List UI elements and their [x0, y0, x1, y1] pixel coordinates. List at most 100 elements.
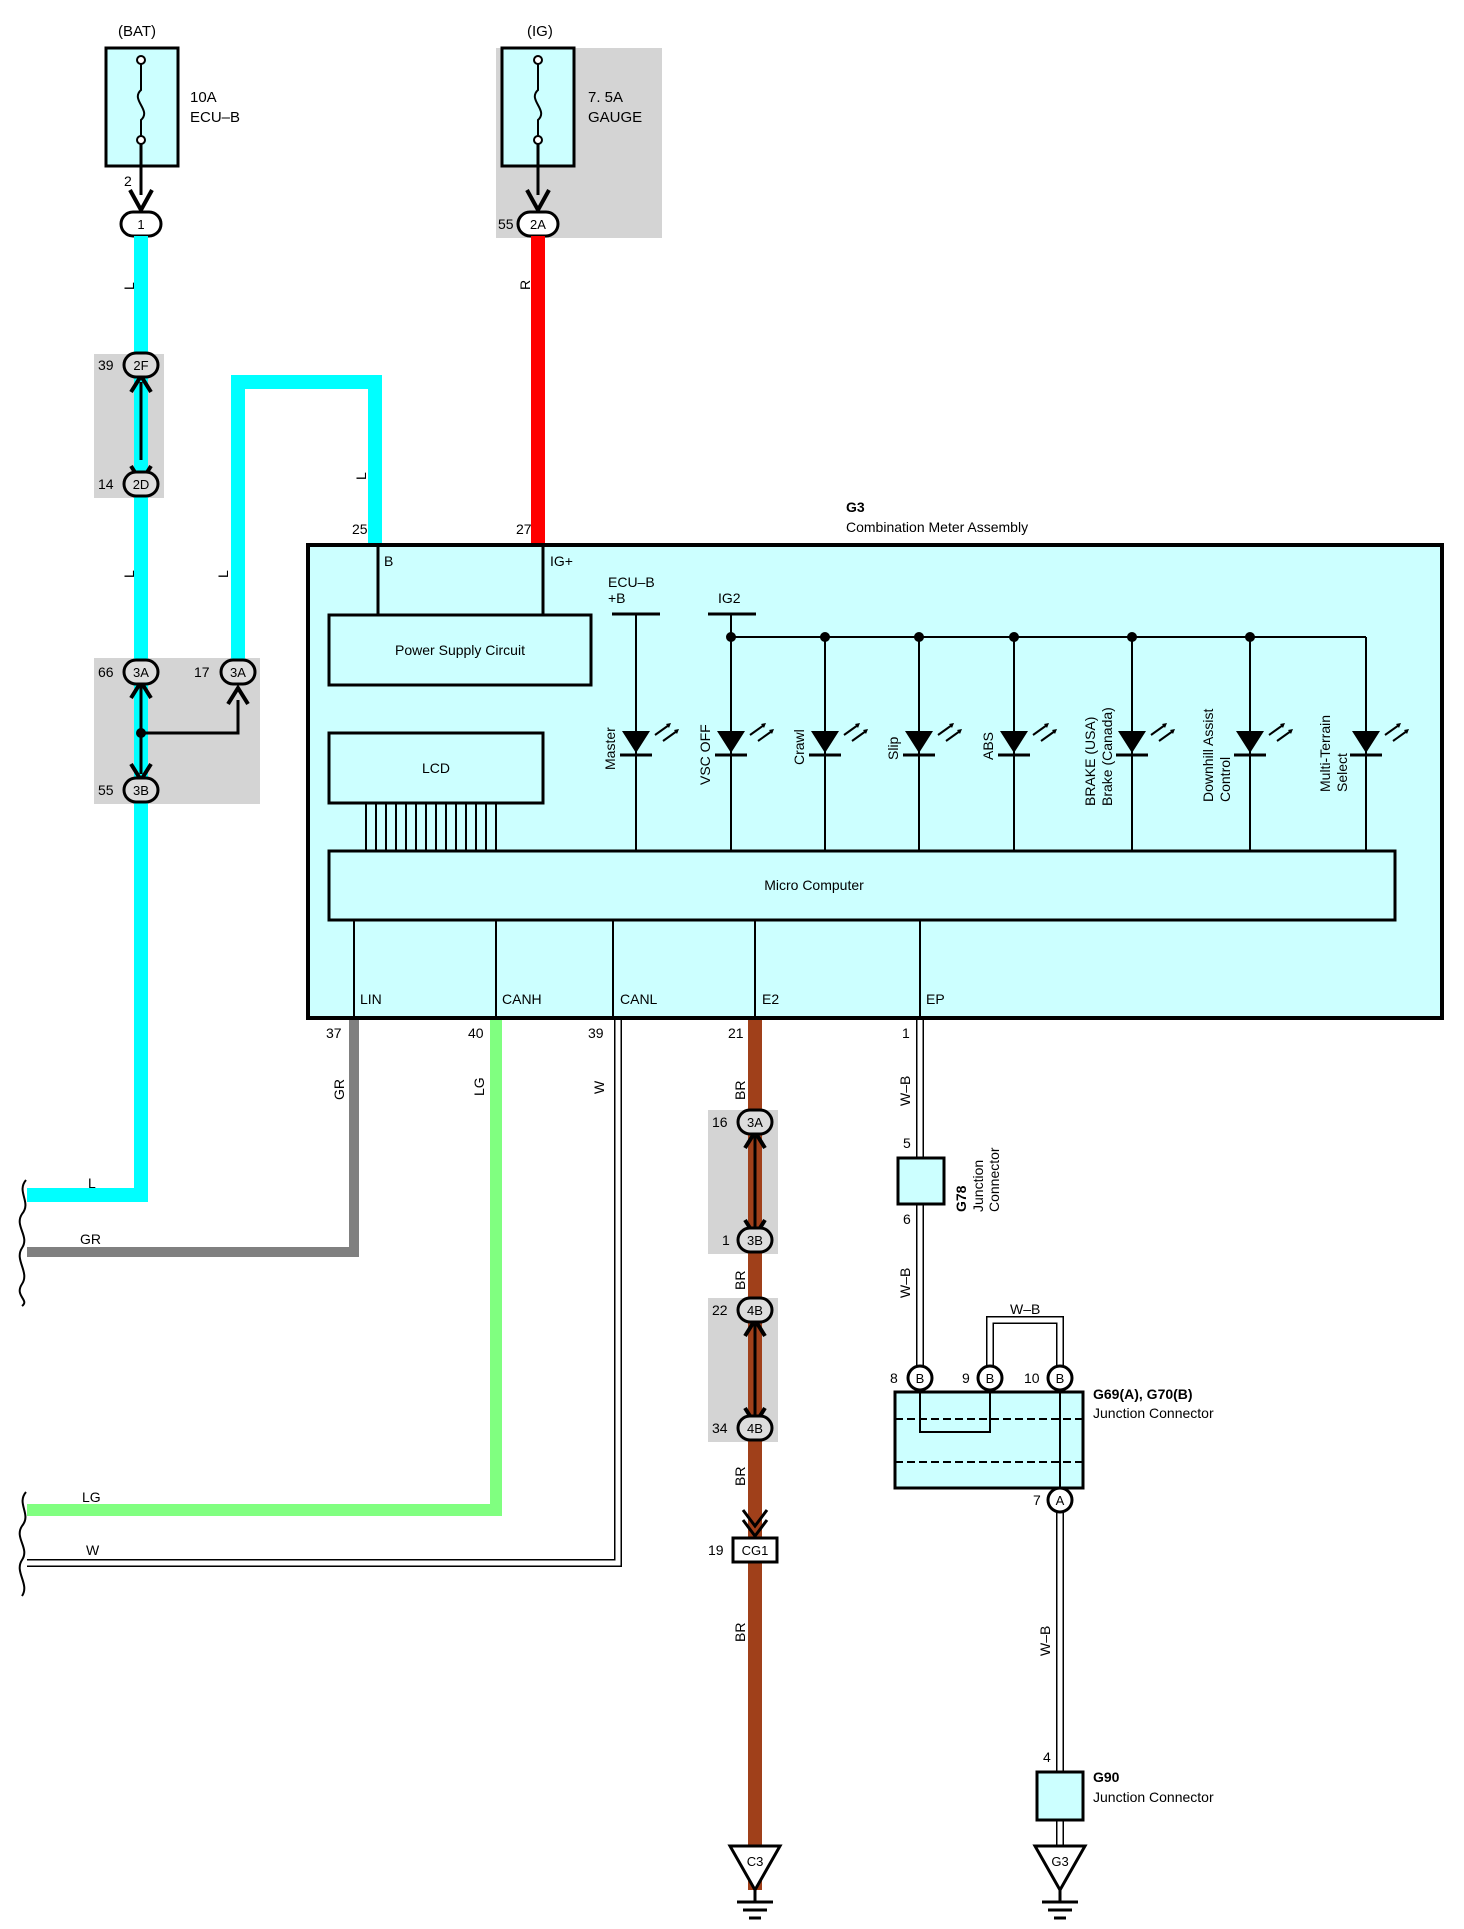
conn-3a-17-pin: 17	[194, 664, 210, 680]
g90-box	[1035, 1770, 1085, 1822]
led-label-slip: Slip	[885, 736, 901, 760]
ig2-label: IG2	[718, 590, 741, 606]
led-multi-terrain	[1350, 723, 1409, 757]
g69-pin-9: B	[976, 1364, 1004, 1392]
wire-label-wb-3: W–B	[1010, 1301, 1040, 1317]
pin-canh: 40	[468, 1025, 484, 1041]
conn-2f-pin: 39	[98, 357, 114, 373]
break-mark-2	[18, 1491, 27, 1597]
g90-pin: 4	[1043, 1749, 1051, 1765]
bat-fuse-rating: 10A	[190, 89, 217, 106]
g69-pin-9-b: B	[986, 1371, 995, 1386]
micro-computer-label: Micro Computer	[764, 877, 864, 893]
wire-label-l-1: L	[121, 282, 137, 290]
conn-cg1	[731, 1536, 779, 1564]
conn-4b-34	[736, 1414, 774, 1442]
meter-term-ig: IG+	[550, 553, 573, 569]
wire-label-lg-2: LG	[82, 1489, 101, 1505]
wire-label-l-5: L	[88, 1175, 96, 1191]
term-canh: CANH	[502, 991, 542, 1007]
pin-lin: 37	[326, 1025, 342, 1041]
wire-label-gr-2: GR	[80, 1231, 101, 1247]
g69-pinnum-7: 7	[1033, 1492, 1041, 1508]
g78-box	[896, 1156, 946, 1206]
wire-label-r: R	[517, 280, 533, 290]
conn-3a-16	[736, 1108, 774, 1136]
g69-pin-7: A	[1046, 1486, 1074, 1514]
led-slip	[903, 723, 962, 757]
g69-id: G69(A), G70(B)	[1093, 1386, 1193, 1402]
term-lin: LIN	[360, 991, 382, 1007]
lcd-bus	[365, 803, 497, 851]
ig-connector-label: 2A	[530, 217, 546, 232]
lcd-block	[327, 731, 545, 805]
conn-4b-22-label: 4B	[747, 1303, 763, 1318]
wire-label-gr-1: GR	[331, 1079, 347, 1100]
conn-3b-55-label: 3B	[133, 783, 149, 798]
wire-label-br-1: BR	[732, 1081, 748, 1100]
led-label-multi-1: Multi-Terrain	[1317, 715, 1333, 792]
wire-label-w-2: W	[86, 1542, 100, 1558]
wire-gr	[27, 1020, 359, 1257]
meter-term-b: B	[384, 553, 393, 569]
g69-name: Junction Connector	[1093, 1405, 1214, 1421]
conn-3b-1	[736, 1226, 774, 1254]
wire-label-br-4: BR	[732, 1623, 748, 1642]
led-brake	[1116, 723, 1175, 757]
bat-source-label: (BAT)	[118, 23, 156, 40]
g69-pinnum-9: 9	[962, 1370, 970, 1386]
conn-3a-16-label: 3A	[747, 1115, 763, 1130]
ground-c3	[727, 1844, 783, 1920]
bat-fuse-name: ECU–B	[190, 109, 240, 126]
conn-3b-1-pin: 1	[722, 1232, 730, 1248]
ig-source-label: (IG)	[527, 23, 553, 40]
lcd-label: LCD	[422, 760, 450, 776]
conn-4b-34-pin: 34	[712, 1420, 728, 1436]
ig-fuse-rating: 7. 5A	[588, 89, 623, 106]
led-downhill	[1234, 723, 1293, 757]
wire-w	[27, 1020, 622, 1567]
wire-label-lg-1: LG	[471, 1077, 487, 1096]
led-label-abs: ABS	[980, 732, 996, 760]
g69-pinnum-10: 10	[1024, 1370, 1040, 1386]
g69-pin-10: B	[1046, 1364, 1074, 1392]
conn-3a-66	[122, 658, 160, 686]
led-label-master: Master	[602, 727, 618, 770]
led-label-brake-usa: BRAKE (USA)	[1082, 717, 1098, 806]
conn-3a-16-pin: 16	[712, 1114, 728, 1130]
conn-2f	[122, 351, 160, 379]
ecub-label: ECU–B	[608, 574, 655, 590]
g78-id: G78	[953, 1185, 969, 1212]
wire-label-br-2: BR	[732, 1271, 748, 1290]
pin-e2: 21	[728, 1025, 744, 1041]
wire-label-l-4: L	[353, 472, 369, 480]
wire-label-l-2: L	[121, 570, 137, 578]
term-canl: CANL	[620, 991, 658, 1007]
meter-pin-ig: 27	[516, 521, 532, 537]
ig-fuse-element	[533, 60, 543, 140]
g90-name: Junction Connector	[1093, 1789, 1214, 1805]
led-label-vsc-off: VSC OFF	[697, 724, 713, 785]
led-label-crawl: Crawl	[791, 729, 807, 765]
bat-fuse-element	[136, 60, 146, 140]
wire-label-br-3: BR	[732, 1467, 748, 1486]
led-abs	[998, 723, 1057, 757]
g69-pin-10-b: B	[1056, 1371, 1065, 1386]
led-crawl	[809, 723, 868, 757]
g69-pin-8-b: B	[916, 1371, 925, 1386]
led-label-downhill-2: Control	[1217, 757, 1233, 802]
conn-2d-pin: 14	[98, 476, 114, 492]
g90-id: G90	[1093, 1769, 1120, 1785]
wire-label-l-3: L	[215, 570, 231, 578]
g69-pin-7-a: A	[1056, 1493, 1065, 1508]
ig-pin: 55	[498, 216, 514, 232]
led-label-multi-2: Select	[1334, 753, 1350, 792]
wire-label-wb-2: W–B	[897, 1268, 913, 1298]
conn-4b-22	[736, 1296, 774, 1324]
ig-fuse-name: GAUGE	[588, 109, 642, 126]
term-e2: E2	[762, 991, 779, 1007]
wire-l-main	[27, 236, 148, 1202]
bat-pin: 2	[124, 173, 132, 189]
conn-2d	[122, 470, 160, 498]
